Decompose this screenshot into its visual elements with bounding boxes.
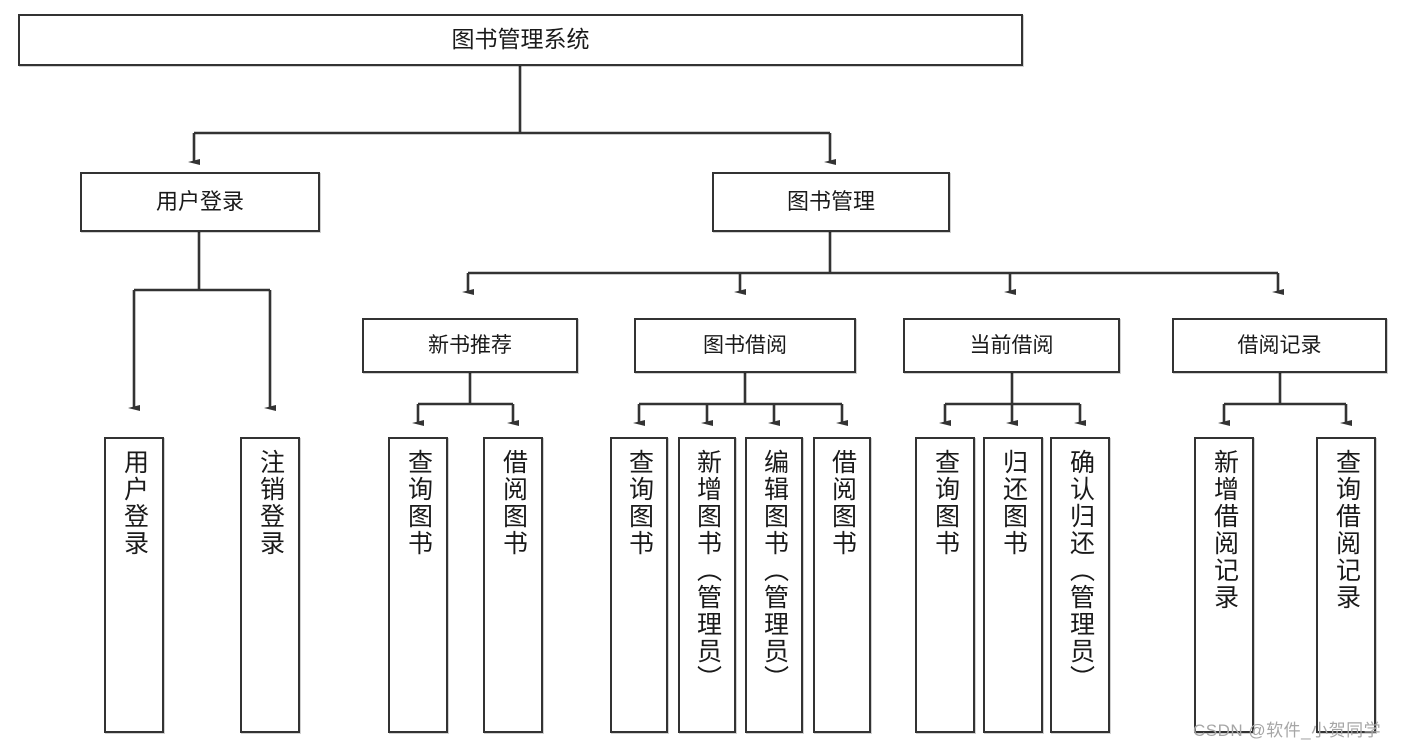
- leaf-borrow-book-recommend-label: 借阅图书: [499, 449, 528, 557]
- leaf-return-book-label: 归还图书: [999, 449, 1028, 557]
- leaf-borrow-book[interactable]: 借阅图书: [813, 437, 871, 733]
- leaf-add-borrow-record[interactable]: 新增借阅记录: [1194, 437, 1254, 733]
- node-borrow-record-label: 借阅记录: [1237, 333, 1322, 357]
- node-new-book-recommend-label: 新书推荐: [428, 333, 512, 357]
- leaf-query-book-recommend[interactable]: 查询图书: [388, 437, 448, 733]
- csdn-watermark: CSDN @软件_小贺同学: [1193, 721, 1382, 740]
- leaf-edit-book-admin[interactable]: 编辑图书（管理员）: [745, 437, 803, 733]
- leaf-query-borrow-record[interactable]: 查询借阅记录: [1316, 437, 1376, 733]
- node-book-management[interactable]: 图书管理: [712, 172, 950, 232]
- node-user-login-label: 用户登录: [155, 188, 244, 214]
- node-user-login[interactable]: 用户登录: [80, 172, 320, 232]
- node-root[interactable]: 图书管理系统: [18, 14, 1023, 66]
- leaf-logout[interactable]: 注销登录: [240, 437, 300, 733]
- leaf-add-book-admin[interactable]: 新增图书（管理员）: [678, 437, 736, 733]
- leaf-edit-book-admin-label: 编辑图书（管理员）: [760, 449, 789, 692]
- leaf-return-book[interactable]: 归还图书: [983, 437, 1043, 733]
- leaf-query-book-current[interactable]: 查询图书: [915, 437, 975, 733]
- node-borrow-record[interactable]: 借阅记录: [1172, 318, 1387, 373]
- leaf-logout-label: 注销登录: [256, 449, 285, 557]
- leaf-query-book-current-label: 查询图书: [931, 449, 960, 557]
- leaf-add-borrow-record-label: 新增借阅记录: [1210, 449, 1239, 611]
- leaf-query-book-borrow-label: 查询图书: [625, 449, 654, 557]
- leaf-add-book-admin-label: 新增图书（管理员）: [693, 449, 722, 692]
- node-root-label: 图书管理系统: [451, 26, 590, 53]
- leaf-user-login-label: 用户登录: [120, 449, 149, 557]
- node-new-book-recommend[interactable]: 新书推荐: [362, 318, 578, 373]
- leaf-confirm-return-admin-label: 确认归还（管理员）: [1066, 449, 1095, 692]
- leaf-borrow-book-recommend[interactable]: 借阅图书: [483, 437, 543, 733]
- node-book-borrow[interactable]: 图书借阅: [634, 318, 856, 373]
- leaf-user-login[interactable]: 用户登录: [104, 437, 164, 733]
- node-current-borrow[interactable]: 当前借阅: [903, 318, 1120, 373]
- node-book-management-label: 图书管理: [786, 188, 875, 214]
- node-current-borrow-label: 当前借阅: [969, 333, 1054, 357]
- leaf-query-borrow-record-label: 查询借阅记录: [1332, 449, 1361, 611]
- node-book-borrow-label: 图书借阅: [703, 333, 787, 357]
- leaf-query-book-borrow[interactable]: 查询图书: [610, 437, 668, 733]
- leaf-query-book-recommend-label: 查询图书: [404, 449, 433, 557]
- leaf-borrow-book-label: 借阅图书: [828, 449, 857, 557]
- leaf-confirm-return-admin[interactable]: 确认归还（管理员）: [1050, 437, 1110, 733]
